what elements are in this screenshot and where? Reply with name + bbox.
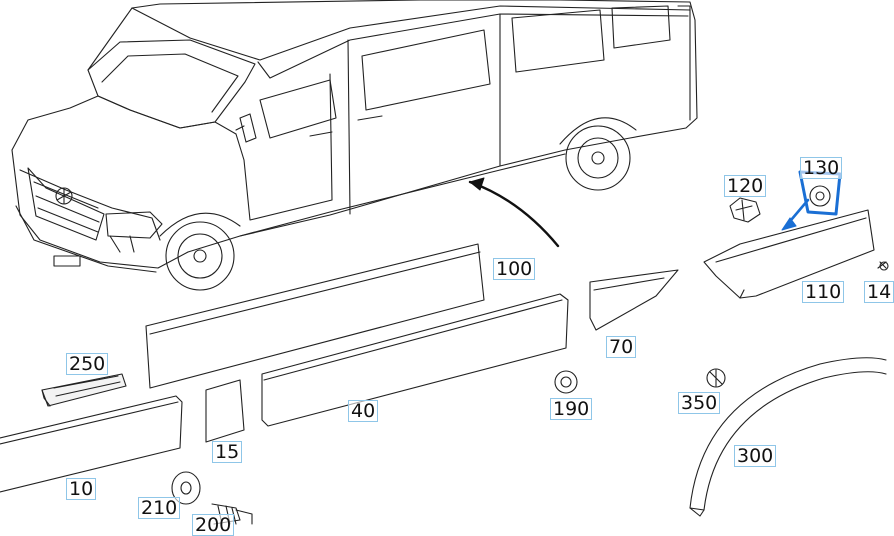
callout-190[interactable]: 190 — [550, 398, 593, 420]
part-15-trim — [205, 379, 245, 443]
part-210-washer — [171, 471, 201, 505]
pointer-arrow — [468, 177, 560, 248]
callout-200[interactable]: 200 — [192, 514, 235, 536]
diagram-artwork — [0, 0, 889, 525]
callout-250[interactable]: 250 — [66, 353, 109, 375]
part-140-clip — [877, 261, 889, 271]
part-190-grommet — [554, 370, 578, 394]
part-250-strip — [41, 373, 127, 407]
callout-70[interactable]: 70 — [606, 336, 637, 358]
part-10-molding — [0, 395, 183, 493]
callout-120[interactable]: 120 — [724, 175, 767, 197]
callout-210[interactable]: 210 — [138, 497, 181, 519]
part-130-clip-highlighted — [781, 170, 842, 231]
part-350-clip — [706, 368, 726, 388]
callout-110[interactable]: 110 — [802, 281, 845, 303]
part-110-molding — [703, 209, 875, 299]
callout-300[interactable]: 300 — [734, 445, 777, 467]
callout-350[interactable]: 350 — [678, 392, 721, 414]
callout-140[interactable]: 14 — [864, 281, 894, 303]
part-300-wheel-arch — [689, 357, 887, 517]
part-120-clip — [729, 197, 761, 223]
callout-130[interactable]: 130 — [800, 157, 843, 179]
callout-10[interactable]: 10 — [66, 478, 97, 500]
part-70-molding — [589, 269, 679, 331]
van-illustration — [11, 0, 698, 291]
callout-15[interactable]: 15 — [212, 441, 243, 463]
part-100-molding — [145, 243, 485, 389]
callout-40[interactable]: 40 — [348, 400, 379, 422]
part-40-molding — [261, 293, 569, 427]
callout-100[interactable]: 100 — [493, 258, 536, 280]
